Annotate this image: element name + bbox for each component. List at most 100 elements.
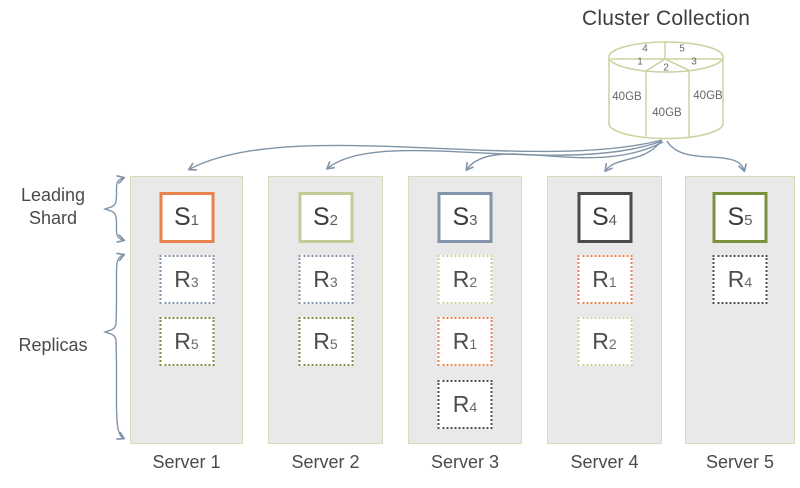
- replica-node-label: R5: [313, 328, 337, 355]
- shard-node-label: S3: [452, 203, 477, 232]
- shard-letter: S: [312, 203, 330, 231]
- cylinder-size-right: 40GB: [693, 90, 723, 102]
- server-3: S3 R2 R1 R4 Server 3: [408, 176, 522, 476]
- cluster-cylinder: [608, 41, 724, 140]
- shard-letter: S: [452, 203, 470, 231]
- shard-node-label: S4: [592, 203, 617, 232]
- replica-number: 4: [469, 399, 478, 415]
- replica-node-r2: R2: [437, 255, 493, 304]
- replica-node-r1: R1: [437, 317, 493, 366]
- replica-letter: R: [727, 266, 745, 292]
- shard-letter: S: [591, 203, 609, 231]
- cylinder-section-1: 1: [637, 56, 643, 68]
- replica-number: 5: [329, 336, 338, 352]
- replica-letter: R: [313, 266, 330, 292]
- diagram-title: Cluster Collection: [582, 7, 751, 30]
- replica-node-label: R2: [592, 328, 616, 355]
- replica-letter: R: [592, 328, 609, 354]
- replica-node-r3: R3: [159, 255, 214, 304]
- replica-node-label: R3: [313, 266, 337, 293]
- replica-node-r3: R3: [298, 255, 353, 304]
- arrow-to-server-2: [328, 140, 663, 168]
- shard-node-s4: S4: [577, 192, 632, 243]
- replica-letter: R: [452, 391, 470, 417]
- arrow-to-server-3: [467, 141, 664, 169]
- replica-number: 2: [469, 274, 478, 290]
- cylinder-top: [608, 41, 724, 73]
- server-3-label: Server 3: [430, 452, 500, 472]
- shard-number: 3: [469, 212, 478, 229]
- replica-node-r4: R4: [437, 380, 493, 429]
- server-1-box: S1 R3 R5: [130, 176, 243, 444]
- replica-number: 4: [744, 274, 753, 290]
- shard-node-label: S2: [313, 203, 338, 232]
- replica-node-label: R2: [453, 266, 477, 293]
- replica-node-label: R4: [453, 391, 477, 418]
- shard-node-s5: S5: [712, 192, 768, 243]
- replica-node-r5: R5: [298, 317, 353, 366]
- replica-node-label: R1: [453, 328, 477, 355]
- replica-node-label: R4: [728, 266, 752, 293]
- shard-node-label: S5: [727, 203, 752, 232]
- shard-letter: S: [173, 203, 191, 231]
- replica-number: 2: [608, 336, 617, 352]
- replica-number: 1: [469, 336, 478, 352]
- distribution-arrows: [190, 139, 744, 170]
- server-1: S1 R3 R5 Server 1: [130, 176, 243, 476]
- shard-node-s2: S2: [298, 192, 353, 243]
- replicas-brace: [103, 255, 123, 438]
- arrow-to-server-4: [606, 140, 662, 170]
- server-5-box: S5 R4: [685, 176, 795, 444]
- server-5-label: Server 5: [705, 452, 775, 472]
- server-3-box: S3 R2 R1 R4: [408, 176, 522, 444]
- replica-node-label: R3: [174, 266, 198, 293]
- shard-number: 1: [190, 212, 200, 229]
- cylinder-section-3: 3: [691, 56, 697, 68]
- server-1-label: Server 1: [152, 452, 221, 472]
- cylinder-size-middle: 40GB: [652, 107, 682, 119]
- leading-shard-label: Leading Shard: [20, 185, 86, 229]
- replica-node-label: R1: [592, 266, 616, 293]
- replica-letter: R: [452, 266, 470, 292]
- cylinder-section-2: 2: [663, 62, 669, 74]
- server-5: S5 R4 Server 5: [685, 176, 795, 476]
- server-2-box: S2 R3 R5: [268, 176, 383, 444]
- replica-node-r1: R1: [577, 255, 632, 304]
- shard-number: 2: [329, 212, 339, 229]
- replica-node-r2: R2: [577, 317, 632, 366]
- replica-letter: R: [313, 328, 330, 354]
- shard-node-label: S1: [174, 203, 199, 232]
- cylinder-section-5: 5: [679, 43, 685, 55]
- replica-letter: R: [174, 266, 191, 292]
- arrow-to-server-1: [190, 139, 663, 169]
- shard-node-s3: S3: [437, 192, 493, 243]
- replica-node-r5: R5: [159, 317, 214, 366]
- shard-node-s1: S1: [159, 192, 214, 243]
- server-4-label: Server 4: [570, 452, 639, 472]
- cylinder-body: [608, 57, 724, 140]
- shard-number: 5: [744, 212, 753, 229]
- replica-node-r4: R4: [712, 255, 768, 304]
- leading-shard-brace: [103, 178, 123, 240]
- replica-letter: R: [452, 328, 470, 354]
- shard-letter: S: [727, 203, 745, 231]
- server-2-label: Server 2: [291, 452, 360, 472]
- replica-node-label: R5: [174, 328, 198, 355]
- server-4: S4 R1 R2 Server 4: [547, 176, 662, 476]
- replica-number: 5: [190, 336, 199, 352]
- arrow-to-server-5: [666, 140, 744, 170]
- replica-letter: R: [174, 328, 191, 354]
- server-2: S2 R3 R5 Server 2: [268, 176, 383, 476]
- server-4-box: S4 R1 R2: [547, 176, 662, 444]
- shard-number: 4: [608, 212, 618, 229]
- cylinder-top-divider-23: [664, 58, 691, 72]
- replica-number: 1: [608, 274, 617, 290]
- cylinder-section-4: 4: [642, 43, 648, 55]
- cylinder-top-divider-12: [645, 58, 666, 72]
- replica-number: 3: [190, 274, 199, 290]
- replica-letter: R: [592, 266, 609, 292]
- replicas-label: Replicas: [18, 335, 88, 355]
- replica-number: 3: [329, 274, 338, 290]
